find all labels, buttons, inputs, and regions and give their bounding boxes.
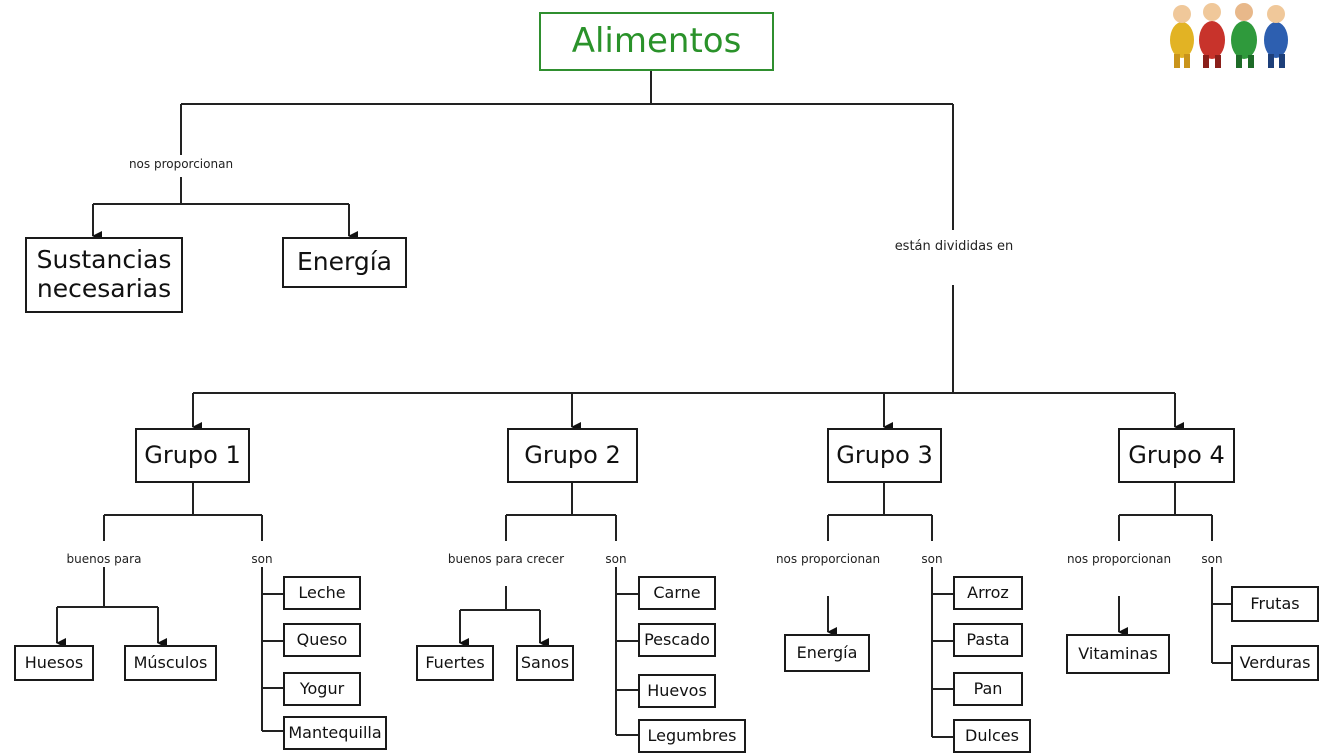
g2-item-sanos: Sanos [516, 645, 574, 681]
g1-item-yogur: Yogur [283, 672, 361, 706]
kid-blue [1264, 22, 1288, 58]
g3-item-pasta: Pasta [953, 623, 1023, 657]
g1-item-huesos: Huesos [14, 645, 94, 681]
g3-right-label: son [921, 552, 943, 566]
label-estan-divididas: están divididas en [894, 239, 1014, 254]
children-illustration [1170, 3, 1288, 68]
g2-item-carne: Carne [638, 576, 716, 610]
kid-red [1199, 21, 1225, 59]
g4-item-frutas: Frutas [1231, 586, 1319, 622]
kid-green [1231, 21, 1257, 59]
g3-item-arroz: Arroz [953, 576, 1023, 610]
g4-right-label: son [1201, 552, 1223, 566]
g2-item-legumbres: Legumbres [638, 719, 746, 753]
group-2-node: Grupo 2 [507, 428, 638, 483]
g4-item-vitaminas: Vitaminas [1066, 634, 1170, 674]
g2-item-huevos: Huevos [638, 674, 716, 708]
g1-item-leche: Leche [283, 576, 361, 610]
g3-item-pan: Pan [953, 672, 1023, 706]
g3-item-dulces: Dulces [953, 719, 1031, 753]
g1-item-musculos: Músculos [124, 645, 217, 681]
title-node: Alimentos [539, 12, 774, 71]
g3-item-energia: Energía [784, 634, 870, 672]
group-4-node: Grupo 4 [1118, 428, 1235, 483]
kid-yellow [1170, 22, 1194, 58]
g2-right-label: son [605, 552, 627, 566]
g2-item-pescado: Pescado [638, 623, 716, 657]
g1-left-label: buenos para [66, 552, 142, 566]
g3-left-label: nos proporcionan [775, 552, 881, 566]
g1-item-mantequilla: Mantequilla [283, 716, 387, 750]
label-nos-proporcionan: nos proporcionan [128, 157, 234, 171]
g2-item-fuertes: Fuertes [416, 645, 494, 681]
group-3-node: Grupo 3 [827, 428, 942, 483]
group-1-node: Grupo 1 [135, 428, 250, 483]
g4-left-label: nos proporcionan [1066, 552, 1172, 566]
node-energia: Energía [282, 237, 407, 288]
g1-right-label: son [251, 552, 273, 566]
g2-left-label: buenos para crecer [447, 552, 565, 566]
node-sustancias-necesarias: Sustancias necesarias [25, 237, 183, 313]
g1-item-queso: Queso [283, 623, 361, 657]
g4-item-verduras: Verduras [1231, 645, 1319, 681]
